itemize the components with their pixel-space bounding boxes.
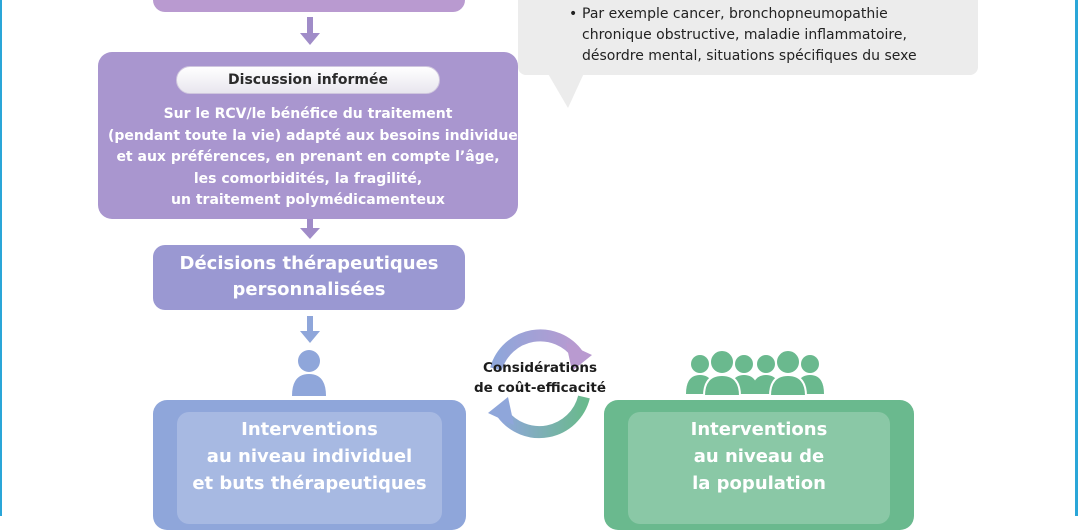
cost-line: de coût-efficacité (473, 380, 607, 396)
bullet-dot: • (569, 6, 578, 22)
population-inner-panel: Interventions au niveau de la population (628, 412, 890, 524)
cycle-arrows-icon (488, 329, 592, 439)
cost-effectiveness-label: Considérations de coût-efficacité (466, 358, 614, 398)
population-interventions-box: Interventions au niveau de la population (604, 400, 914, 530)
right-border (1075, 0, 1078, 516)
discussion-line: un traitement polymédicamenteux (171, 192, 445, 208)
down-arrow-icon (300, 316, 320, 343)
decisions-line: personnalisées (232, 279, 386, 300)
population-line: au niveau de (693, 446, 825, 467)
informed-discussion-box: Discussion informée Sur le RCV/le bénéfi… (98, 52, 531, 219)
discussion-line: (pendant toute la vie) adapté aux besoin… (108, 127, 531, 144)
individual-interventions-box: Interventions au niveau individuel et bu… (153, 400, 466, 530)
cost-line: Considérations (482, 360, 598, 376)
bullet-line: chronique obstructive, maladie inflammat… (582, 27, 907, 43)
left-border (0, 0, 2, 516)
decisions-box: Décisions thérapeutiques personnalisées (153, 245, 465, 310)
note-callout (518, 0, 978, 75)
individual-inner-panel: Interventions au niveau individuel et bu… (177, 412, 442, 524)
bullet-text: Par exemple cancer, bronchopneumopathie … (582, 4, 917, 67)
group-icon (686, 349, 824, 396)
discussion-line: les comorbidités, la fragilité, (193, 170, 423, 187)
discussion-line: et aux préférences, en prenant en compte… (116, 149, 500, 165)
top-purple-box (153, 0, 465, 12)
individual-line: Interventions (241, 419, 378, 440)
decisions-line: Décisions thérapeutiques (179, 253, 439, 274)
bullet-line: Par exemple cancer, bronchopneumopathie (582, 6, 888, 22)
population-line: Interventions (690, 419, 828, 440)
individual-line: au niveau individuel (206, 446, 413, 467)
individual-line: et buts thérapeutiques (192, 473, 427, 494)
person-icon (292, 350, 326, 396)
down-arrow-icon (300, 219, 320, 239)
discussion-line: Sur le RCV/le bénéfice du traitement (163, 106, 453, 122)
down-arrow-icon (300, 17, 320, 45)
discussion-text: Sur le RCV/le bénéfice du traitement (pe… (108, 104, 531, 212)
discussion-title: Discussion informée (176, 66, 440, 94)
callout-tail (540, 60, 590, 108)
bullet-line: désordre mental, situations spécifiques … (582, 48, 917, 64)
population-line: la population (692, 473, 826, 494)
